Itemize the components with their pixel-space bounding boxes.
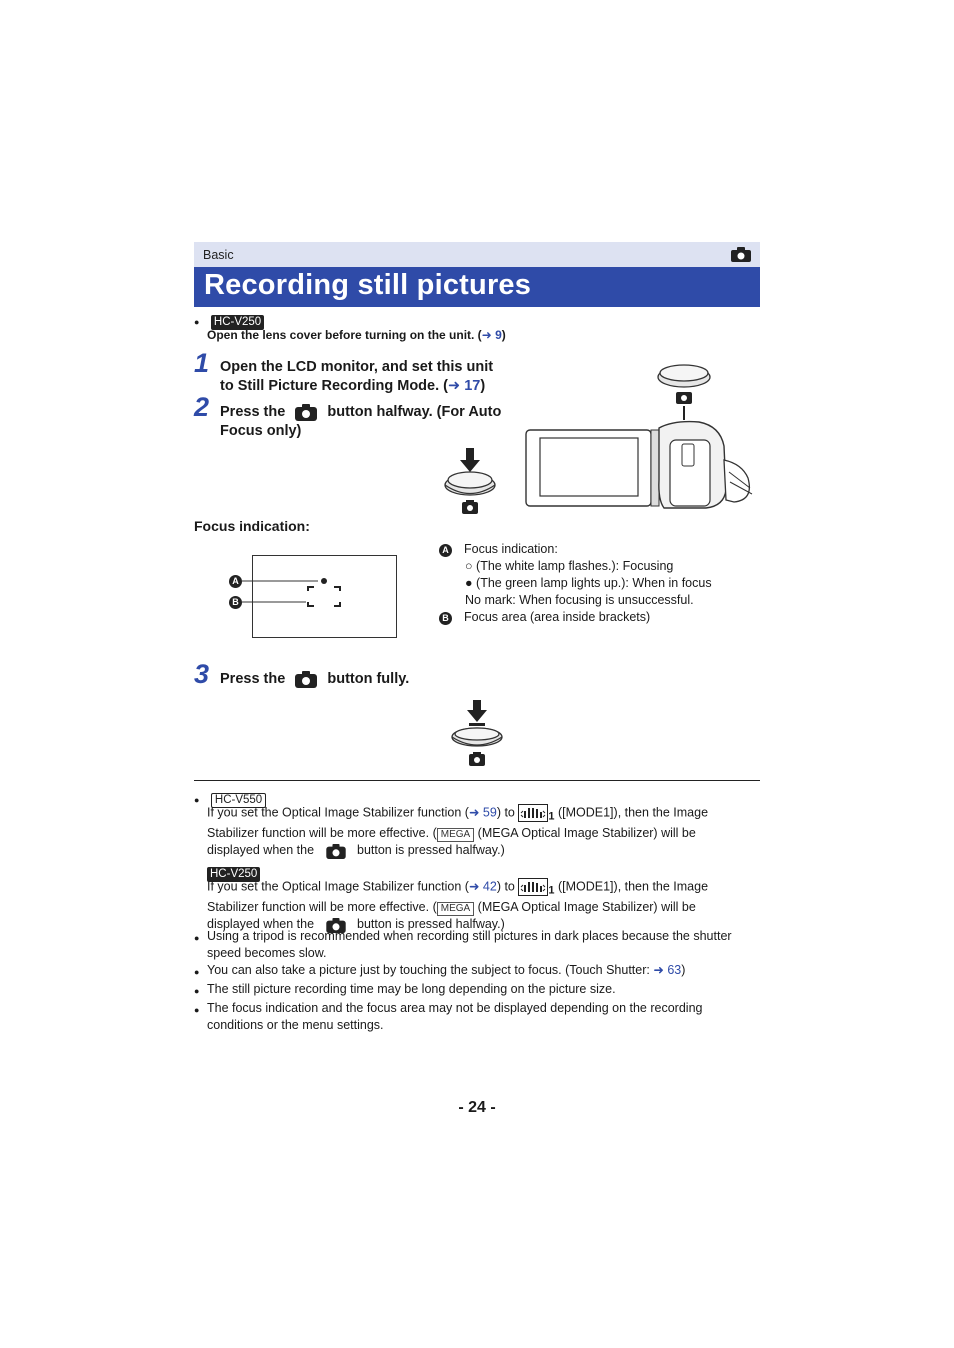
step-2-pre: Press the [220,404,286,420]
v550-line2-pre: Stabilizer function will be more effecti… [207,826,437,841]
note-v250: If you set the Optical Image Stabilizer … [207,878,757,933]
legend-no-mark: No mark: When focusing is unsuccessful. [465,593,694,607]
shutter-button-icon [295,670,318,688]
image-stabilizer-icon [518,878,549,896]
section-header: Basic [194,242,760,267]
v250-line2-post: (MEGA Optical Image Stabilizer) will be [477,900,696,915]
marker-b: B [439,612,452,625]
notes-bullets: ● Using a tripod is recommended when reco… [194,928,754,1034]
legend-focusing: (The white lamp flashes.): Focusing [476,559,674,573]
model-badge: HC-V250 [210,315,265,330]
bullet-icon: ● [194,986,200,996]
step-1-line1: Open the LCD monitor, and set this unit [220,359,494,375]
bullet-icon: ● [194,967,200,977]
step-2-post: button halfway. (For Auto [327,404,502,420]
mega-ois-icon: MEGA [436,902,475,917]
step-3-text: Press the button fully. [220,670,409,689]
section-label: Basic [203,248,234,262]
arrow-icon: ➜ [653,963,664,977]
bullet-icon: ● [194,317,200,327]
mode-subscript: 1 [548,884,555,897]
arrow-icon: ➜ [481,328,492,342]
camcorder-illustration [525,364,753,509]
v550-line1-mid: ) to [496,805,515,820]
step-number-2: 2 [194,392,210,422]
focus-legend: A Focus indication: ○ (The white lamp fla… [439,541,759,626]
bullet-icon: ● [194,933,200,943]
focus-brackets-diagram [242,578,341,607]
intro-text: Open the lens cover before turning on th… [207,328,482,342]
v250-line1-mid: ) to [496,879,515,894]
v250-line3-post: button is pressed halfway.) [357,917,505,932]
focus-screen-diagram [252,555,397,638]
page-link-59[interactable]: 59 [482,805,497,820]
mega-ois-icon: MEGA [436,828,475,843]
image-stabilizer-icon [518,804,549,822]
v250-line3-pre: displayed when the [207,917,315,932]
note-touch-shutter: You can also take a picture just by touc… [207,963,654,977]
page-title-bar: Recording still pictures [194,267,760,307]
half-press-illustration [444,448,496,514]
arrow-icon: ➜ [448,378,461,394]
white-circle-icon: ○ [465,559,473,573]
v550-line1-post: ([MODE1]), then the Image [557,805,709,820]
step-3-pre: Press the [220,671,286,687]
touch-close: ) [681,963,686,977]
page-number: - 24 - [458,1099,496,1116]
step-number-3: 3 [194,659,210,689]
note-tripod-l1: Using a tripod is recommended when recor… [207,929,732,943]
page-link-17[interactable]: 17 [464,378,481,394]
legend-focus-area: Focus area (area inside brackets) [464,610,651,624]
note-recording-time: The still picture recording time may be … [207,982,616,996]
mode-subscript: 1 [548,810,555,823]
model-badge-v550: HC-V550 [210,793,267,808]
page-link-42[interactable]: 42 [482,879,497,894]
note-v550-badge-row: ● HC-V550 [194,790,267,808]
camera-icon [731,247,751,262]
arrow-icon: ➜ [468,805,480,820]
v550-line3-post: button is pressed halfway.) [357,843,505,858]
page-title: Recording still pictures [204,269,532,301]
intro-close: ) [501,328,506,342]
step-1-line2-pre: to Still Picture Recording Mode. ( [220,378,448,394]
page-link-9[interactable]: 9 [495,328,502,342]
page-link-63[interactable]: 63 [667,963,682,977]
note-focus-display-l1: The focus indication and the focus area … [207,1001,703,1015]
step-1-line2: to Still Picture Recording Mode. (➜ 17) [220,377,493,396]
note-v250-badge-row: HC-V250 [207,864,261,882]
legend-focus-indication: Focus indication: [464,542,558,556]
step-number-1: 1 [194,348,210,378]
v250-line1-pre: If you set the Optical Image Stabilizer … [207,879,469,894]
note-focus-display-l2: conditions or the menu settings. [207,1018,384,1032]
v550-line1-pre: If you set the Optical Image Stabilizer … [207,805,469,820]
shutter-button-icon [325,843,346,859]
step-1-text: Open the LCD monitor, and set this unit … [220,358,493,396]
black-circle-icon: ● [465,576,473,590]
shutter-button-icon [325,917,346,933]
bullet-icon: ● [194,1005,200,1015]
step-1-line2-post: ) [480,378,486,394]
marker-b: B [229,596,242,609]
model-badge-v250: HC-V250 [207,867,261,882]
v250-line1-post: ([MODE1]), then the Image [557,879,709,894]
intro-note: ● HC-V250 [194,312,265,330]
marker-a: A [439,544,452,557]
legend-in-focus: (The green lamp lights up.): When in foc… [476,576,712,590]
full-press-illustration [451,700,503,766]
intro-note-text: Open the lens cover before turning on th… [207,328,506,342]
v550-line3-pre: displayed when the [207,843,315,858]
v250-line2-pre: Stabilizer function will be more effecti… [207,900,437,915]
divider [194,780,760,781]
bullet-icon: ● [194,795,200,805]
note-tripod-l2: speed becomes slow. [207,946,327,960]
note-v550: If you set the Optical Image Stabilizer … [207,804,757,859]
step-2-line2: Focus only) [220,423,302,439]
v550-line2-post: (MEGA Optical Image Stabilizer) will be [477,826,696,841]
step-3-post: button fully. [327,671,410,687]
marker-a: A [229,575,242,588]
step-2-text: Press the button halfway. (For Auto Focu… [220,403,501,441]
arrow-icon: ➜ [468,879,480,894]
shutter-button-icon [295,403,318,421]
focus-heading: Focus indication: [194,518,310,534]
